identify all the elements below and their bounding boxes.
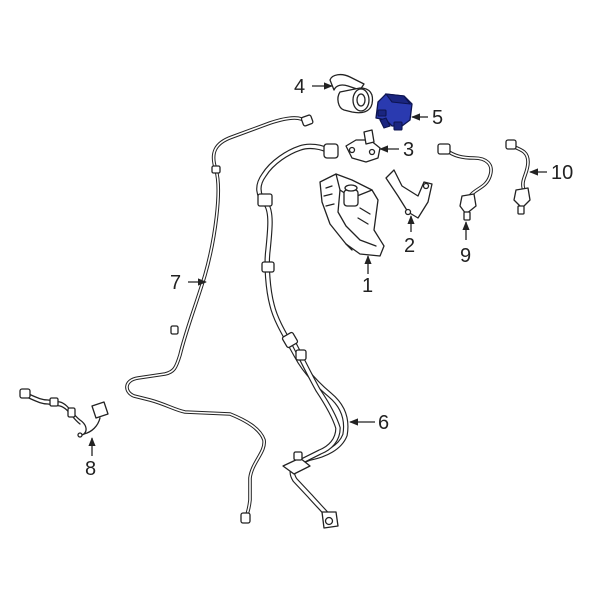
callout-6: 6 <box>378 412 389 434</box>
part-4-filter[interactable] <box>329 73 374 114</box>
part-1-canister[interactable] <box>319 173 385 257</box>
callout-7: 7 <box>170 272 181 294</box>
part-10-sensor[interactable] <box>505 139 531 215</box>
part-5-solenoid[interactable] <box>375 93 413 131</box>
callout-2: 2 <box>404 235 415 257</box>
callout-1: 1 <box>362 275 373 297</box>
callout-4: 4 <box>294 76 305 98</box>
part-9-sensor[interactable] <box>437 143 493 221</box>
callout-5: 5 <box>432 107 443 129</box>
part-8-sensor[interactable] <box>19 388 109 438</box>
leader-lines <box>88 82 547 456</box>
part-3-bracket[interactable] <box>345 129 381 163</box>
part-7-hose[interactable] <box>125 114 314 524</box>
callout-8: 8 <box>85 458 96 480</box>
callout-labels: 1 2 3 4 5 6 7 8 9 10 <box>85 76 573 480</box>
callout-10: 10 <box>551 162 573 184</box>
callout-3: 3 <box>403 139 414 161</box>
part-6-hose[interactable] <box>256 143 349 529</box>
callout-9: 9 <box>460 245 471 267</box>
part-2-bracket[interactable] <box>385 169 433 219</box>
